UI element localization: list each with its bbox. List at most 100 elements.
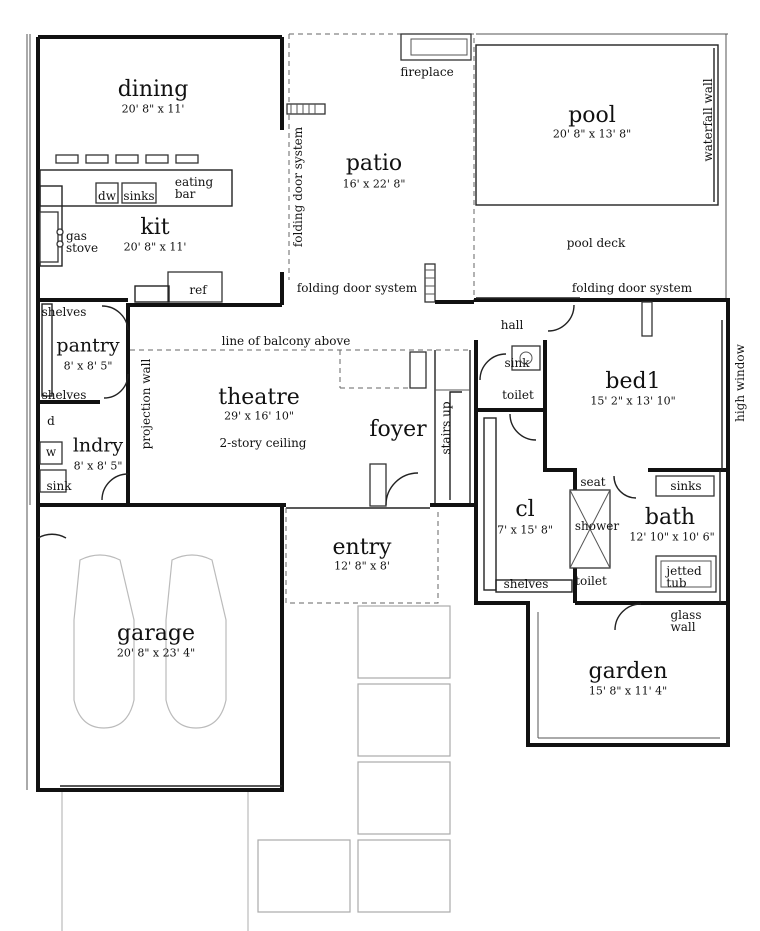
- balcony-label: line of balcony above: [221, 334, 351, 348]
- pantry-door-swing-2: [103, 373, 129, 399]
- wall-bed-bath-garden-outer: [474, 410, 730, 747]
- stove-box: [39, 211, 59, 263]
- kit-counter-south: [134, 285, 170, 303]
- closet-shelves-west: [483, 417, 497, 591]
- shelves-top-label: shelves: [41, 305, 87, 319]
- folding-door-south: [424, 263, 436, 303]
- pantry-shelves-west: [41, 303, 53, 397]
- sink-box: [121, 182, 157, 204]
- fireplace-box: [400, 33, 472, 61]
- wall-theatre-north-west: [126, 303, 282, 505]
- folding-door-pool-label: folding door system: [571, 281, 693, 295]
- high-window-label: high window: [733, 344, 747, 422]
- wall-hall-bath: [474, 340, 547, 412]
- dw-box: [95, 182, 119, 204]
- room-dining-dim: 20' 8" x 11': [121, 102, 185, 116]
- tub-inner: [660, 560, 712, 588]
- room-bed1-dim: 15' 2" x 13' 10": [590, 394, 676, 408]
- stool-5: [175, 154, 199, 164]
- shower-label: shower: [574, 519, 620, 533]
- stool-3: [115, 154, 139, 164]
- seat-label: seat: [580, 475, 606, 489]
- bed1-window: [641, 301, 653, 337]
- fireplace-inner: [410, 38, 468, 56]
- room-dining-name: dining: [117, 77, 189, 102]
- paver-3: [357, 761, 451, 835]
- sink-hall-box: [511, 345, 541, 371]
- room-kit-dim: 20' 8" x 11': [123, 240, 187, 254]
- burner-2: [56, 240, 64, 248]
- pool-basin: [475, 44, 719, 206]
- bath-door-swing: [613, 475, 637, 499]
- sinks-bath-label: sinks: [670, 479, 702, 493]
- entry-door-swing: [385, 472, 419, 506]
- room-patio-name: patio: [345, 151, 403, 176]
- folding-door-patio-label: folding door system: [296, 281, 418, 295]
- toilet-hall-label: toilet: [502, 388, 534, 402]
- washer-box: [39, 441, 63, 465]
- paver-1: [357, 605, 451, 679]
- room-theatre-note: 2-story ceiling: [219, 436, 307, 450]
- sink-lndry-box: [39, 469, 67, 493]
- eating-bar-label: eating bar: [174, 175, 214, 201]
- folding-door-vertical-label: folding door system: [291, 126, 305, 248]
- patio-outline: [289, 33, 475, 300]
- room-theatre-name: theatre: [218, 385, 300, 410]
- room-bath-dim: 12' 10" x 10' 6": [629, 530, 715, 544]
- room-entry-dim: 12' 8" x 8': [334, 559, 390, 573]
- room-foyer-name: foyer: [369, 417, 427, 442]
- fireplace-label: fireplace: [400, 65, 454, 79]
- w-label: w: [45, 445, 57, 459]
- lndry-door-swing: [101, 473, 129, 501]
- car-left: [73, 554, 135, 729]
- hall-bath-door-swing: [479, 353, 507, 381]
- waterfall-wall-label: waterfall wall: [701, 78, 715, 162]
- room-kit-name: kit: [140, 215, 170, 240]
- room-bed1-name: bed1: [605, 369, 661, 394]
- room-lndry-dim: 8' x 8' 5": [73, 459, 123, 473]
- room-cl-dim: 7' x 15' 8": [497, 523, 553, 537]
- sink-lndry-label: sink: [46, 479, 72, 493]
- room-theatre-dim: 29' x 16' 10": [224, 409, 294, 423]
- stairs-arrow: [449, 391, 462, 500]
- garage-door-swing: [37, 533, 67, 539]
- wall-hall-north: [435, 298, 730, 470]
- closet-shelves-south: [495, 579, 573, 593]
- room-pool-dim: 20' 8" x 13' 8": [552, 127, 632, 141]
- hall-label: hall: [500, 318, 524, 332]
- room-patio-dim: 16' x 22' 8": [342, 177, 406, 191]
- room-garage-name: garage: [117, 621, 195, 646]
- sink-bowl: [519, 351, 533, 365]
- shelves-bottom-label: shelves: [41, 388, 87, 402]
- shelves-cl-label: shelves: [503, 577, 549, 591]
- foyer-column-north: [409, 351, 427, 389]
- paver-2: [357, 683, 451, 757]
- paver-5: [257, 839, 351, 913]
- entry-outline: [285, 508, 439, 604]
- room-pantry-dim: 8' x 8' 5": [63, 359, 113, 373]
- d-label: d: [47, 414, 55, 428]
- room-garden-name: garden: [588, 659, 668, 684]
- shower-diag-2: [569, 489, 611, 569]
- room-cl-name: cl: [515, 497, 535, 522]
- jetted-tub-label: jetted tub: [666, 564, 702, 590]
- wall-garage: [36, 505, 284, 792]
- gas-stove-label: gas stove: [65, 229, 99, 255]
- toilet-bath-label: toilet: [575, 574, 607, 588]
- sink-hall-label: sink: [504, 356, 530, 370]
- sinks-bath-box: [655, 475, 715, 497]
- folding-door-north: [286, 103, 326, 115]
- foyer-column-south: [369, 463, 387, 507]
- room-garage-dim: 20' 8" x 23' 4": [116, 646, 196, 660]
- pantry-door-swing: [101, 305, 129, 331]
- jetted-tub-box: [655, 555, 717, 593]
- ref-label: ref: [189, 283, 207, 297]
- pool-deck-label: pool deck: [566, 236, 626, 250]
- hall-door-swing: [547, 304, 575, 332]
- garden-door-swing: [614, 603, 642, 631]
- room-pool-name: pool: [568, 103, 616, 128]
- car-right: [165, 554, 227, 729]
- room-garden-dim: 15' 8" x 11' 4": [588, 684, 668, 698]
- room-entry-name: entry: [332, 535, 392, 560]
